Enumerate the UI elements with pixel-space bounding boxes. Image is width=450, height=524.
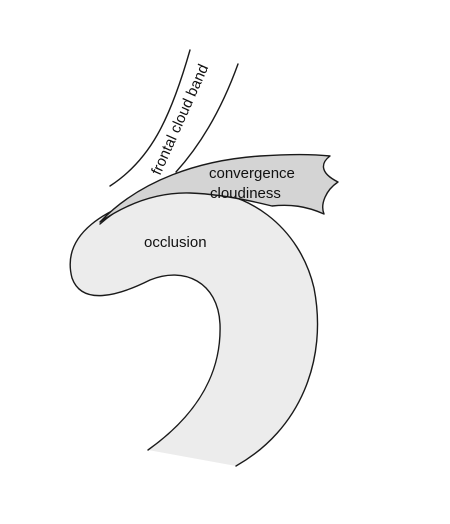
convergence-cloudiness-region — [99, 153, 339, 223]
occlusion-label: occlusion — [144, 234, 207, 251]
convergence-label-line1: convergence — [209, 165, 295, 182]
frontal-cloud-band — [109, 49, 239, 187]
frontal-band-left-edge — [109, 49, 191, 187]
occlusion-outer-edge — [69, 195, 221, 451]
frontal-cloud-band-label: frontal cloud band — [148, 62, 212, 178]
convergence-label-line2: cloudiness — [210, 185, 281, 202]
occlusion-region — [70, 189, 318, 466]
frontal-band-right-edge — [175, 63, 239, 173]
